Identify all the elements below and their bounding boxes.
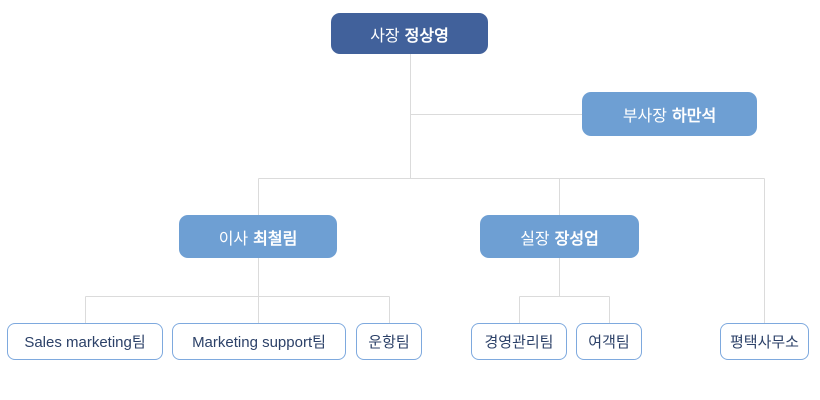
org-node-branch-office: 평택사무소	[720, 323, 809, 360]
org-node-vice-president: 부사장 하만석	[582, 92, 757, 136]
ceo-role-label: 사장	[370, 27, 400, 45]
ceo-name-label: 정상영	[404, 27, 449, 45]
team-passenger-label: 여객팀	[588, 334, 630, 351]
team-operations-label: 운항팀	[368, 334, 410, 351]
director-role-label: 이사	[218, 230, 249, 248]
org-node-general-manager: 실장 장성업	[480, 215, 639, 258]
org-node-ceo: 사장 정상영	[331, 13, 488, 54]
org-node-team-marketing-support: Marketing support팀	[172, 323, 346, 360]
team-marketing-support-label: Marketing support팀	[192, 334, 326, 351]
general-manager-name-label: 장성업	[554, 230, 599, 248]
org-node-team-management: 경영관리팀	[471, 323, 567, 360]
vice-president-name-label: 하만석	[672, 108, 717, 125]
team-sales-marketing-label: Sales marketing팀	[24, 334, 146, 351]
general-manager-role-label: 실장	[520, 230, 550, 248]
vice-president-role-label: 부사장	[622, 108, 667, 125]
org-node-team-sales-marketing: Sales marketing팀	[7, 323, 163, 360]
org-node-director: 이사 최철림	[179, 215, 337, 258]
org-node-team-operations: 운항팀	[356, 323, 422, 360]
director-name-label: 최철림	[253, 230, 298, 248]
branch-office-label: 평택사무소	[729, 334, 799, 351]
org-node-team-passenger: 여객팀	[576, 323, 642, 360]
team-management-label: 경영관리팀	[484, 334, 554, 351]
